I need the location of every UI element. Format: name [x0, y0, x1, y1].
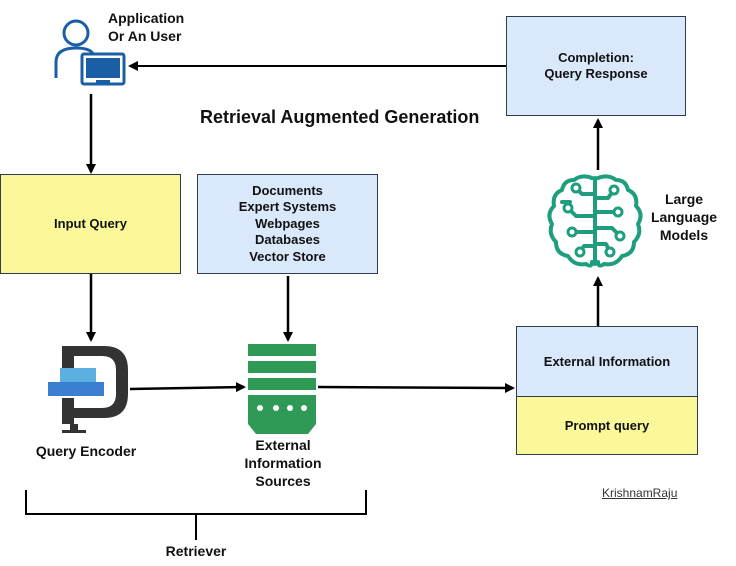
- query-encoder-label: Query Encoder: [35, 443, 137, 459]
- arrow-sources-to-external-info: [317, 382, 515, 393]
- user-label: Application Or An User: [108, 10, 185, 44]
- arrow-encoder-to-sources: [129, 382, 246, 393]
- completion-box: Completion: Query Response: [506, 16, 686, 116]
- server-rack-icon: [248, 344, 316, 434]
- brain-circuit-icon: [547, 174, 643, 268]
- external-sources-label: External Information Sources: [244, 437, 322, 489]
- external-information-box: External Information: [516, 326, 698, 396]
- retriever-label: Retriever: [165, 543, 227, 559]
- clamp-encoder-icon: [48, 346, 128, 433]
- llm-label: Large Language Models: [650, 191, 718, 243]
- retriever-bracket: [25, 490, 367, 540]
- input-query-box: Input Query: [0, 174, 181, 274]
- user-computer-icon: [54, 19, 126, 86]
- documents-box: Documents Expert Systems Webpages Databa…: [197, 174, 378, 274]
- diagram-title: Retrieval Augmented Generation: [200, 107, 480, 127]
- prompt-query-box: Prompt query: [516, 396, 698, 455]
- author-signature: KrishnamRaju: [602, 486, 678, 500]
